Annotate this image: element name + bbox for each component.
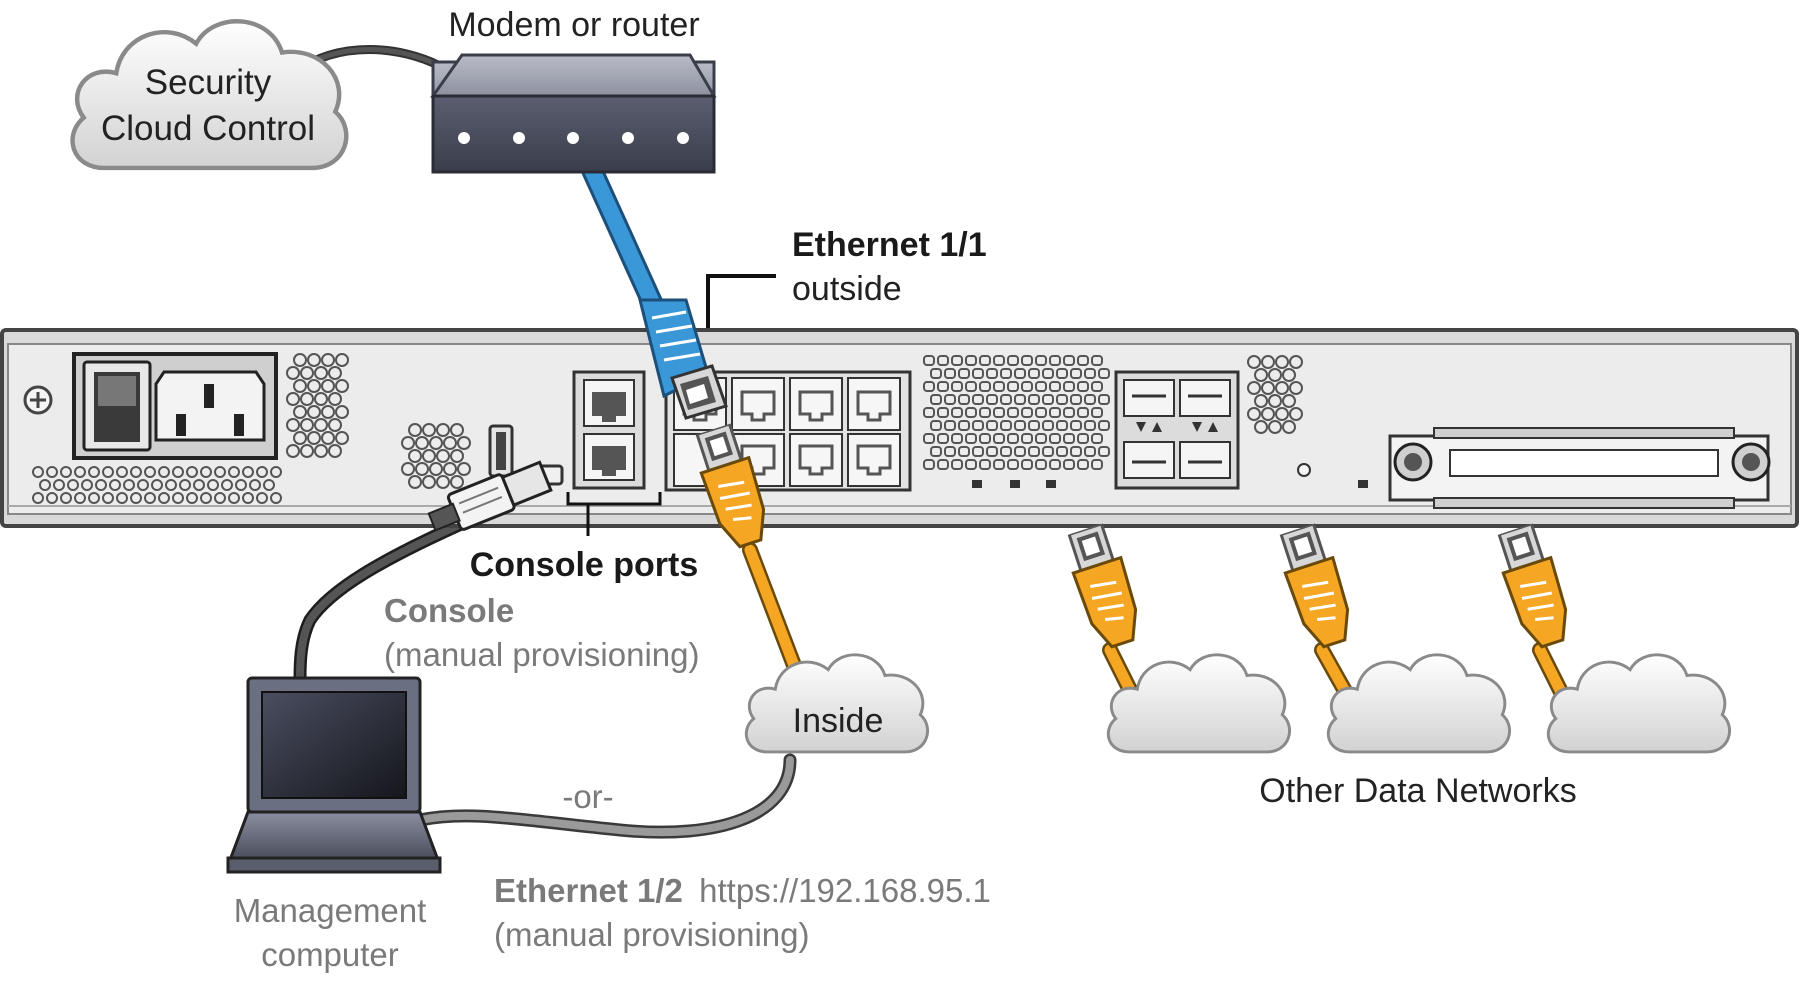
mgmt-label-line1: Management [234, 892, 427, 929]
security-cloud-label-line2: Cloud Control [101, 109, 315, 148]
eth12-line1: Ethernet 1/2 https://192.168.95.1 [494, 872, 991, 910]
rj45-connector-icon [1490, 519, 1578, 653]
console-ports-label: Console ports [470, 546, 699, 584]
security-cloud-label-line1: Security [145, 63, 272, 102]
mgmt-label-line2: computer [261, 936, 399, 973]
console-ports-bracket [566, 492, 662, 506]
modem-label: Modem or router [448, 6, 699, 44]
laptop-icon [226, 676, 442, 874]
eth12-sub: (manual provisioning) [494, 916, 809, 953]
rj45-connector-icon [1060, 519, 1148, 653]
eth11-pointer-arrow [706, 274, 776, 338]
eth11-sub: outside [792, 270, 902, 308]
eth12-title: Ethernet 1/2 [494, 872, 683, 909]
router-icon [430, 53, 717, 174]
firewall-appliance [0, 328, 1799, 528]
other-network-1 [1060, 519, 1292, 754]
console-connector-icon [427, 460, 553, 532]
outside-rj45-connector-icon [638, 298, 728, 420]
inside-cloud: Inside [744, 653, 930, 754]
console-sub: (manual provisioning) [384, 636, 699, 673]
eth11-title: Ethernet 1/1 [792, 226, 987, 264]
inside-label: Inside [793, 702, 884, 740]
cloud-icon [1106, 653, 1292, 754]
or-label: -or- [562, 778, 613, 815]
console-title: Console [384, 592, 514, 629]
sfp-ports-block [1114, 370, 1240, 490]
rj45-connector-icon [1272, 519, 1360, 653]
other-network-3 [1490, 519, 1732, 754]
eth12-url: https://192.168.95.1 [699, 872, 991, 909]
other-networks-label: Other Data Networks [1259, 772, 1576, 810]
cloud-icon [1326, 653, 1512, 754]
expansion-slot [1388, 427, 1771, 509]
console-rj45-ports [572, 370, 646, 490]
security-cloud-control: Security Cloud Control [73, 21, 347, 168]
cloud-icon [1546, 653, 1732, 754]
other-network-2 [1272, 519, 1512, 754]
